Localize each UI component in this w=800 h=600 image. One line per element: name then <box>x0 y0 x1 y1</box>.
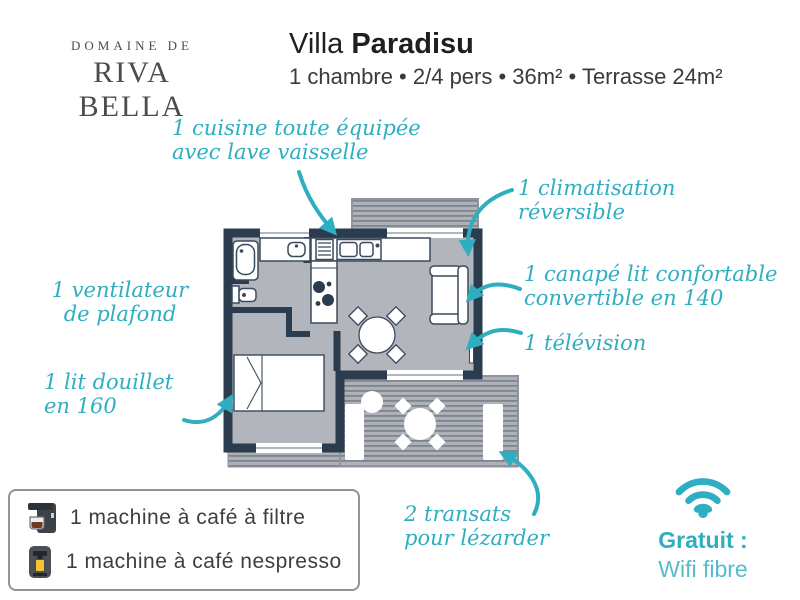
sofa <box>429 265 469 325</box>
annotation-bed: 1 lit douillet en 160 <box>44 370 174 418</box>
sun-loungers <box>345 391 503 460</box>
amenity-row-filter: 1 machine à café à filtre <box>26 501 358 535</box>
page-title: Villa Paradisu <box>289 28 474 61</box>
terrace-table <box>394 397 446 451</box>
title-regular: Villa <box>289 28 352 60</box>
page-subtitle: 1 chambre • 2/4 pers • 36m² • Terrasse 2… <box>289 64 723 89</box>
filter-coffee-machine-icon <box>28 503 56 533</box>
door-bottom-terrace <box>387 370 463 380</box>
washbasin <box>259 237 311 262</box>
door-top-terrace <box>387 228 463 238</box>
wifi-fibre-label: Wifi fibre <box>658 556 748 582</box>
amenity-label: 1 machine à café nespresso <box>66 550 342 573</box>
annotation-television: 1 télévision <box>524 331 647 355</box>
amenity-label: 1 machine à café à filtre <box>70 506 306 529</box>
wifi-block: Gratuit : Wifi fibre <box>638 468 768 583</box>
window-kitchen <box>260 228 309 238</box>
annotation-sun-loungers: 2 transats pour lézarder <box>404 502 550 550</box>
stove <box>310 260 338 324</box>
arrow-loungers-icon <box>498 451 541 516</box>
annotation-sofa-bed: 1 canapé lit confortable convertible en … <box>524 262 778 310</box>
kitchen-sink <box>336 238 382 261</box>
annotation-ceiling-fan: 1 ventilateur de plafond <box>51 278 189 326</box>
title-bold: Paradisu <box>351 28 474 60</box>
wifi-icon <box>675 478 731 518</box>
arrow-ac-icon <box>458 188 514 258</box>
wifi-free-label: Gratuit : <box>658 527 748 553</box>
dishwasher-icon <box>315 238 334 261</box>
annotation-kitchen: 1 cuisine toute équipée avec lave vaisse… <box>172 116 421 164</box>
brand-logo: DOMAINE DE RIVA BELLA <box>42 38 222 124</box>
coffee-amenities-box: 1 machine à café à filtre 1 machine à ca… <box>8 489 360 591</box>
bathtub <box>232 240 259 281</box>
arrow-kitchen-icon <box>297 170 338 236</box>
arrow-sofa-icon <box>465 282 522 303</box>
dining-table <box>347 305 407 365</box>
brand-line1: DOMAINE DE <box>71 38 193 53</box>
amenity-row-nespresso: 1 machine à café nespresso <box>26 545 358 579</box>
kitchen-counter <box>310 237 431 262</box>
window-bedroom <box>256 443 322 453</box>
nespresso-machine-icon <box>29 546 51 578</box>
brand-line2: RIVA BELLA <box>78 56 186 123</box>
annotation-air-conditioning: 1 climatisation réversible <box>518 176 676 224</box>
toilet <box>231 285 257 304</box>
callout-arrows <box>182 170 541 516</box>
arrow-bed-icon <box>182 393 234 425</box>
double-bed <box>233 354 325 412</box>
arrow-tv-icon <box>465 327 523 351</box>
